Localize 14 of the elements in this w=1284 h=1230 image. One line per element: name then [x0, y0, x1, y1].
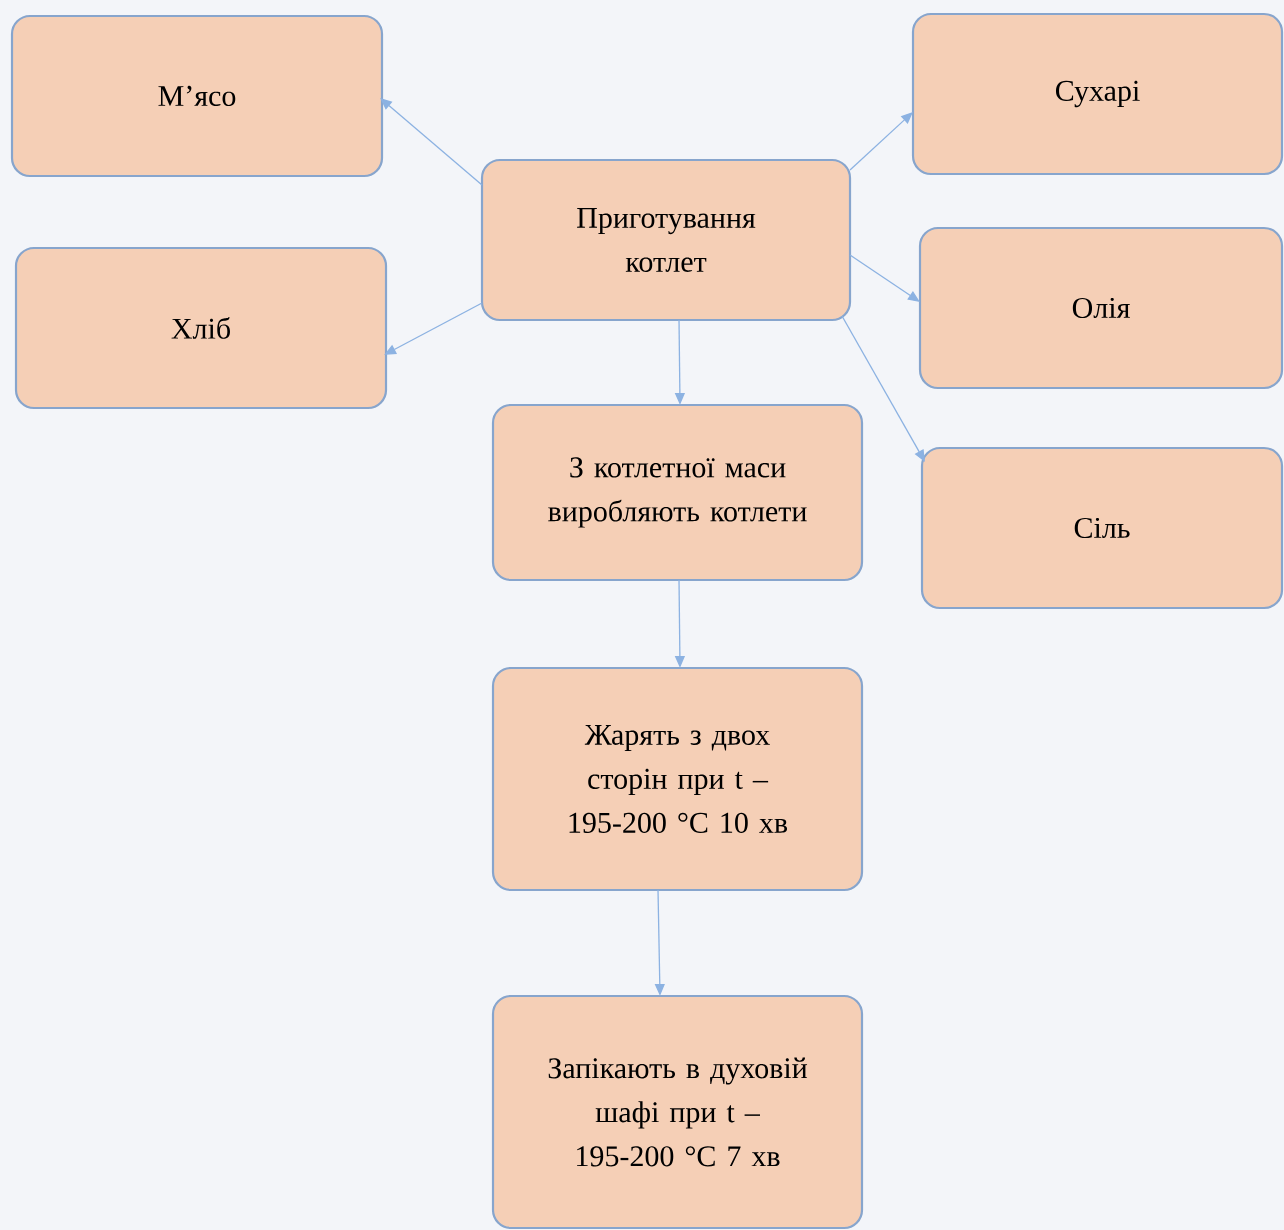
arrow — [380, 98, 483, 186]
arrow — [384, 302, 483, 355]
process-box: Жарять з двох сторін при t – 195-200 °C 10 хв — [491, 666, 864, 892]
process-box: Запікають в духовій шафі при t – 195-200 °C 7 хв — [491, 994, 864, 1230]
process-box: Олія — [918, 226, 1284, 390]
process-box: М’ясо — [10, 14, 384, 178]
process-box: Приготування котлет — [480, 158, 852, 322]
process-box: Хліб — [14, 246, 388, 410]
process-box: Сухарі — [911, 12, 1284, 176]
arrow — [849, 112, 913, 171]
arrow — [841, 315, 925, 462]
process-box: З котлетної маси виробляють котлети — [491, 403, 864, 582]
arrow — [849, 254, 920, 302]
process-box: Сіль — [920, 446, 1284, 610]
